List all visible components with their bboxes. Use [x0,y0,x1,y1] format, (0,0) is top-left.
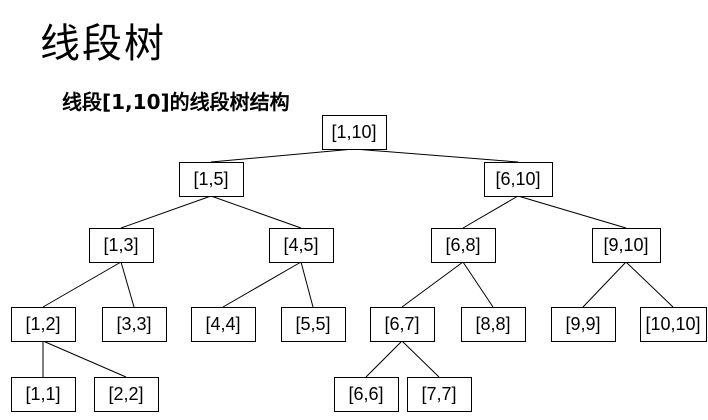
tree-edge [300,261,314,308]
tree-node-box [179,162,244,197]
tree-node-label: [9,9] [565,314,600,334]
tree-node-label: [6,8] [445,235,480,255]
tree-edge [120,195,212,229]
tree-node: [6,10] [484,162,553,197]
tree-node: [4,4] [191,307,256,342]
tree-node-label: [6,7] [384,314,419,334]
tree-node: [5,5] [281,307,346,342]
tree-edge [582,261,627,308]
tree-node-label: [6,10] [495,169,540,189]
diagram-subtitle: 线段[1,10]的线段树结构 [62,90,290,114]
tree-nodes: [1,10] [1,5] [6,10] [1,3] [4,5] [6,8] [9,10] [1… [11,115,707,412]
tree-node-label: [1,3] [103,235,138,255]
tree-edge [462,195,519,229]
tree-node: [10,10] [640,307,707,342]
tree-node-label: [4,4] [205,314,240,334]
tree-node-box [640,307,707,342]
tree-node: [9,10] [592,228,661,263]
page-title: 线段树 [40,21,166,67]
tree-edge [210,195,302,229]
tree-node-label: [10,10] [645,314,700,334]
tree-node: [1,2] [11,307,76,342]
tree-node-box [334,377,399,412]
tree-node: [6,6] [334,377,399,412]
tree-node: [1,10] [322,115,387,150]
tree-node-label: [7,7] [421,384,456,404]
tree-node-label: [3,3] [116,314,151,334]
tree-edge [462,261,494,308]
tree-node-box [89,228,154,263]
tree-edge [365,340,403,378]
tree-node-label: [1,5] [193,169,228,189]
tree-node-label: [9,10] [603,235,648,255]
tree-node-box [191,307,256,342]
tree-node-box [11,377,76,412]
tree-node-label: [1,1] [25,384,60,404]
tree-node: [1,1] [11,377,76,412]
tree-node-label: [5,5] [295,314,330,334]
tree-node-label: [1,10] [331,122,376,142]
tree-node: [6,7] [370,307,435,342]
tree-edge [401,261,464,308]
tree-edge [517,195,627,229]
tree-node-box [407,377,472,412]
tree-node-box [370,307,435,342]
tree-edge [401,340,440,378]
tree-node-box [102,307,167,342]
tree-edge [42,261,122,308]
tree-node-label: [2,2] [108,384,143,404]
tree-node: [8,8] [461,307,526,342]
tree-node: [3,3] [102,307,167,342]
tree-node-box [431,228,496,263]
tree-node-box [461,307,526,342]
tree-node-box [269,228,334,263]
tree-node-label: [1,2] [25,314,60,334]
tree-edge [42,340,127,378]
tree-node-box [11,307,76,342]
tree-node: [9,9] [551,307,616,342]
tree-node-label: [6,6] [348,384,383,404]
tree-node: [1,5] [179,162,244,197]
tree-edge [120,261,135,308]
tree-node: [2,2] [94,377,159,412]
tree-node: [4,5] [269,228,334,263]
tree-node: [1,3] [89,228,154,263]
tree-node-box [592,228,661,263]
tree-edge [353,148,519,163]
tree-node: [6,8] [431,228,496,263]
tree-edge [210,148,355,163]
tree-edge [222,261,302,308]
tree-node-label: [4,5] [283,235,318,255]
tree-node: [7,7] [407,377,472,412]
tree-node-label: [8,8] [475,314,510,334]
tree-node-box [484,162,553,197]
tree-node-box [94,377,159,412]
tree-node-box [281,307,346,342]
tree-edge [625,261,674,308]
tree-node-box [322,115,387,150]
tree-edges [42,148,674,378]
tree-node-box [551,307,616,342]
